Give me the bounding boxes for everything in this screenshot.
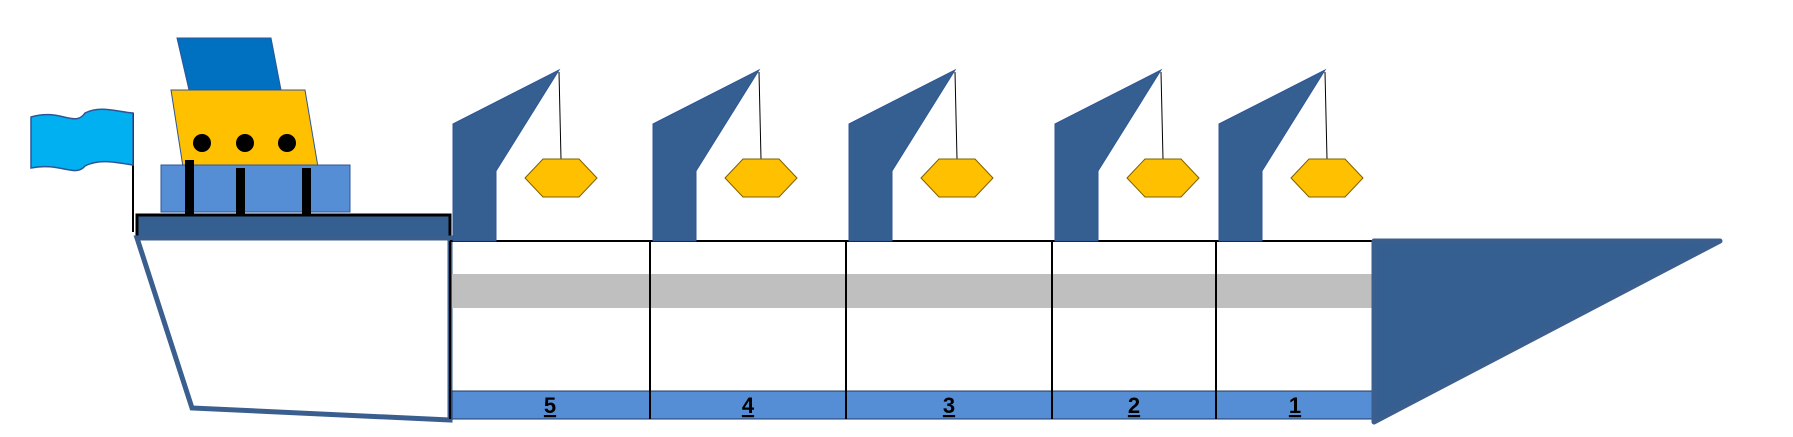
porthole-icon xyxy=(278,134,296,152)
cargo-hold: 5 xyxy=(452,68,598,418)
crane-cable xyxy=(758,71,762,160)
crane-icon xyxy=(848,68,957,242)
crane-icon xyxy=(452,68,561,242)
crane-cable xyxy=(558,71,562,160)
hexagon-cargo-icon xyxy=(1126,158,1200,198)
crane-cable xyxy=(1324,71,1328,160)
crane-icon xyxy=(1218,68,1327,242)
hold-number-label: 2 xyxy=(1128,393,1140,418)
cargo-hold: 3 xyxy=(848,68,994,418)
bridge-icon xyxy=(160,37,351,214)
flag-icon xyxy=(30,108,134,232)
hexagon-cargo-icon xyxy=(724,158,798,198)
stern-deck xyxy=(135,213,452,240)
bow-icon xyxy=(1371,238,1723,425)
cargo-hold: 4 xyxy=(652,68,798,418)
porthole-icon xyxy=(193,134,211,152)
hold-number-label: 3 xyxy=(943,393,955,418)
hexagon-cargo-icon xyxy=(524,158,598,198)
cargo-hold: 2 xyxy=(1054,68,1200,418)
support-pillar xyxy=(236,168,245,214)
hold-number-label: 1 xyxy=(1289,393,1301,418)
crane-icon xyxy=(652,68,761,242)
crane-cable xyxy=(1160,71,1164,160)
hexagon-cargo-icon xyxy=(1290,158,1364,198)
hold-number-label: 5 xyxy=(544,393,556,418)
porthole-icon xyxy=(236,134,254,152)
support-pillar xyxy=(185,160,194,214)
cargo-holds: 5 4 3 2 1 xyxy=(449,68,1375,419)
support-pillar xyxy=(302,168,311,214)
stern-hull xyxy=(133,235,453,423)
hold-number-label: 4 xyxy=(742,393,755,418)
crane-cable xyxy=(954,71,958,160)
crane-icon xyxy=(1054,68,1163,242)
hexagon-cargo-icon xyxy=(920,158,994,198)
cargo-hold: 1 xyxy=(1218,68,1364,418)
midship-hull xyxy=(450,240,1375,420)
